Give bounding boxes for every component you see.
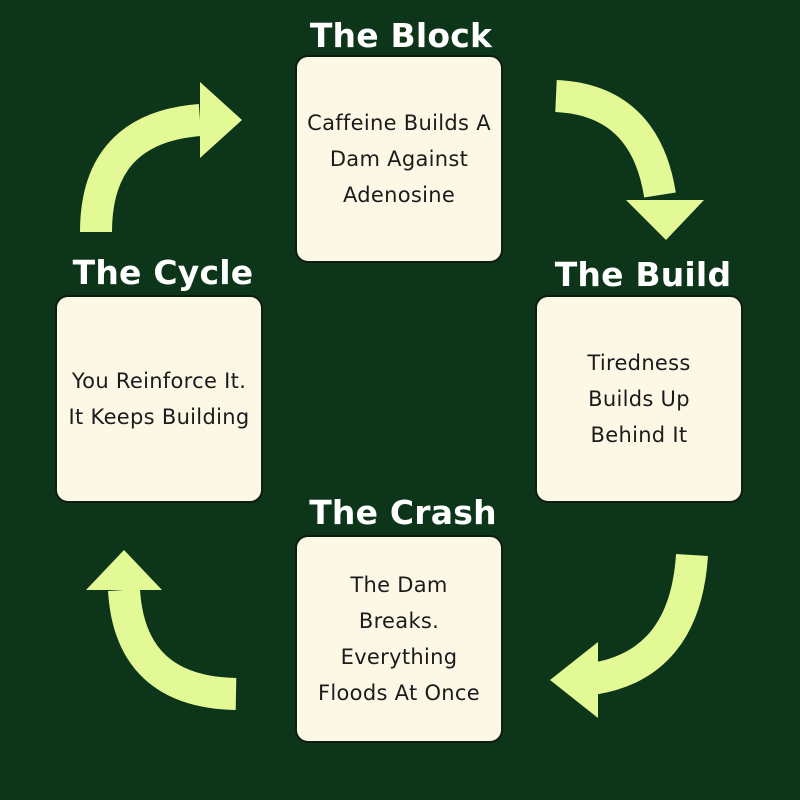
stage-card-crash: The Dam Breaks. Everything Floods At Onc… — [295, 535, 503, 743]
arrow-cycle-to-block — [80, 82, 242, 233]
stage-card-build: Tiredness Builds Up Behind It — [535, 295, 743, 503]
stage-text-block: Caffeine Builds A Dam Against Adenosine — [307, 111, 491, 207]
stage-heading-cycle: The Cycle — [72, 253, 254, 292]
arrow-block-to-build — [554, 80, 704, 240]
stage-heading-crash: The Crash — [309, 493, 497, 532]
arrow-crash-to-cycle — [86, 550, 237, 710]
stage-heading-block: The Block — [309, 16, 493, 55]
arrow-build-to-crash — [550, 553, 708, 718]
stage-card-cycle: You Reinforce It. It Keeps Building — [55, 295, 263, 503]
stage-text-crash: The Dam Breaks. Everything Floods At Onc… — [318, 573, 480, 705]
stage-text-build: Tiredness Builds Up Behind It — [587, 351, 691, 447]
stage-card-block: Caffeine Builds A Dam Against Adenosine — [295, 55, 503, 263]
stage-heading-build: The Build — [554, 255, 732, 294]
stage-text-cycle: You Reinforce It. It Keeps Building — [68, 369, 250, 429]
